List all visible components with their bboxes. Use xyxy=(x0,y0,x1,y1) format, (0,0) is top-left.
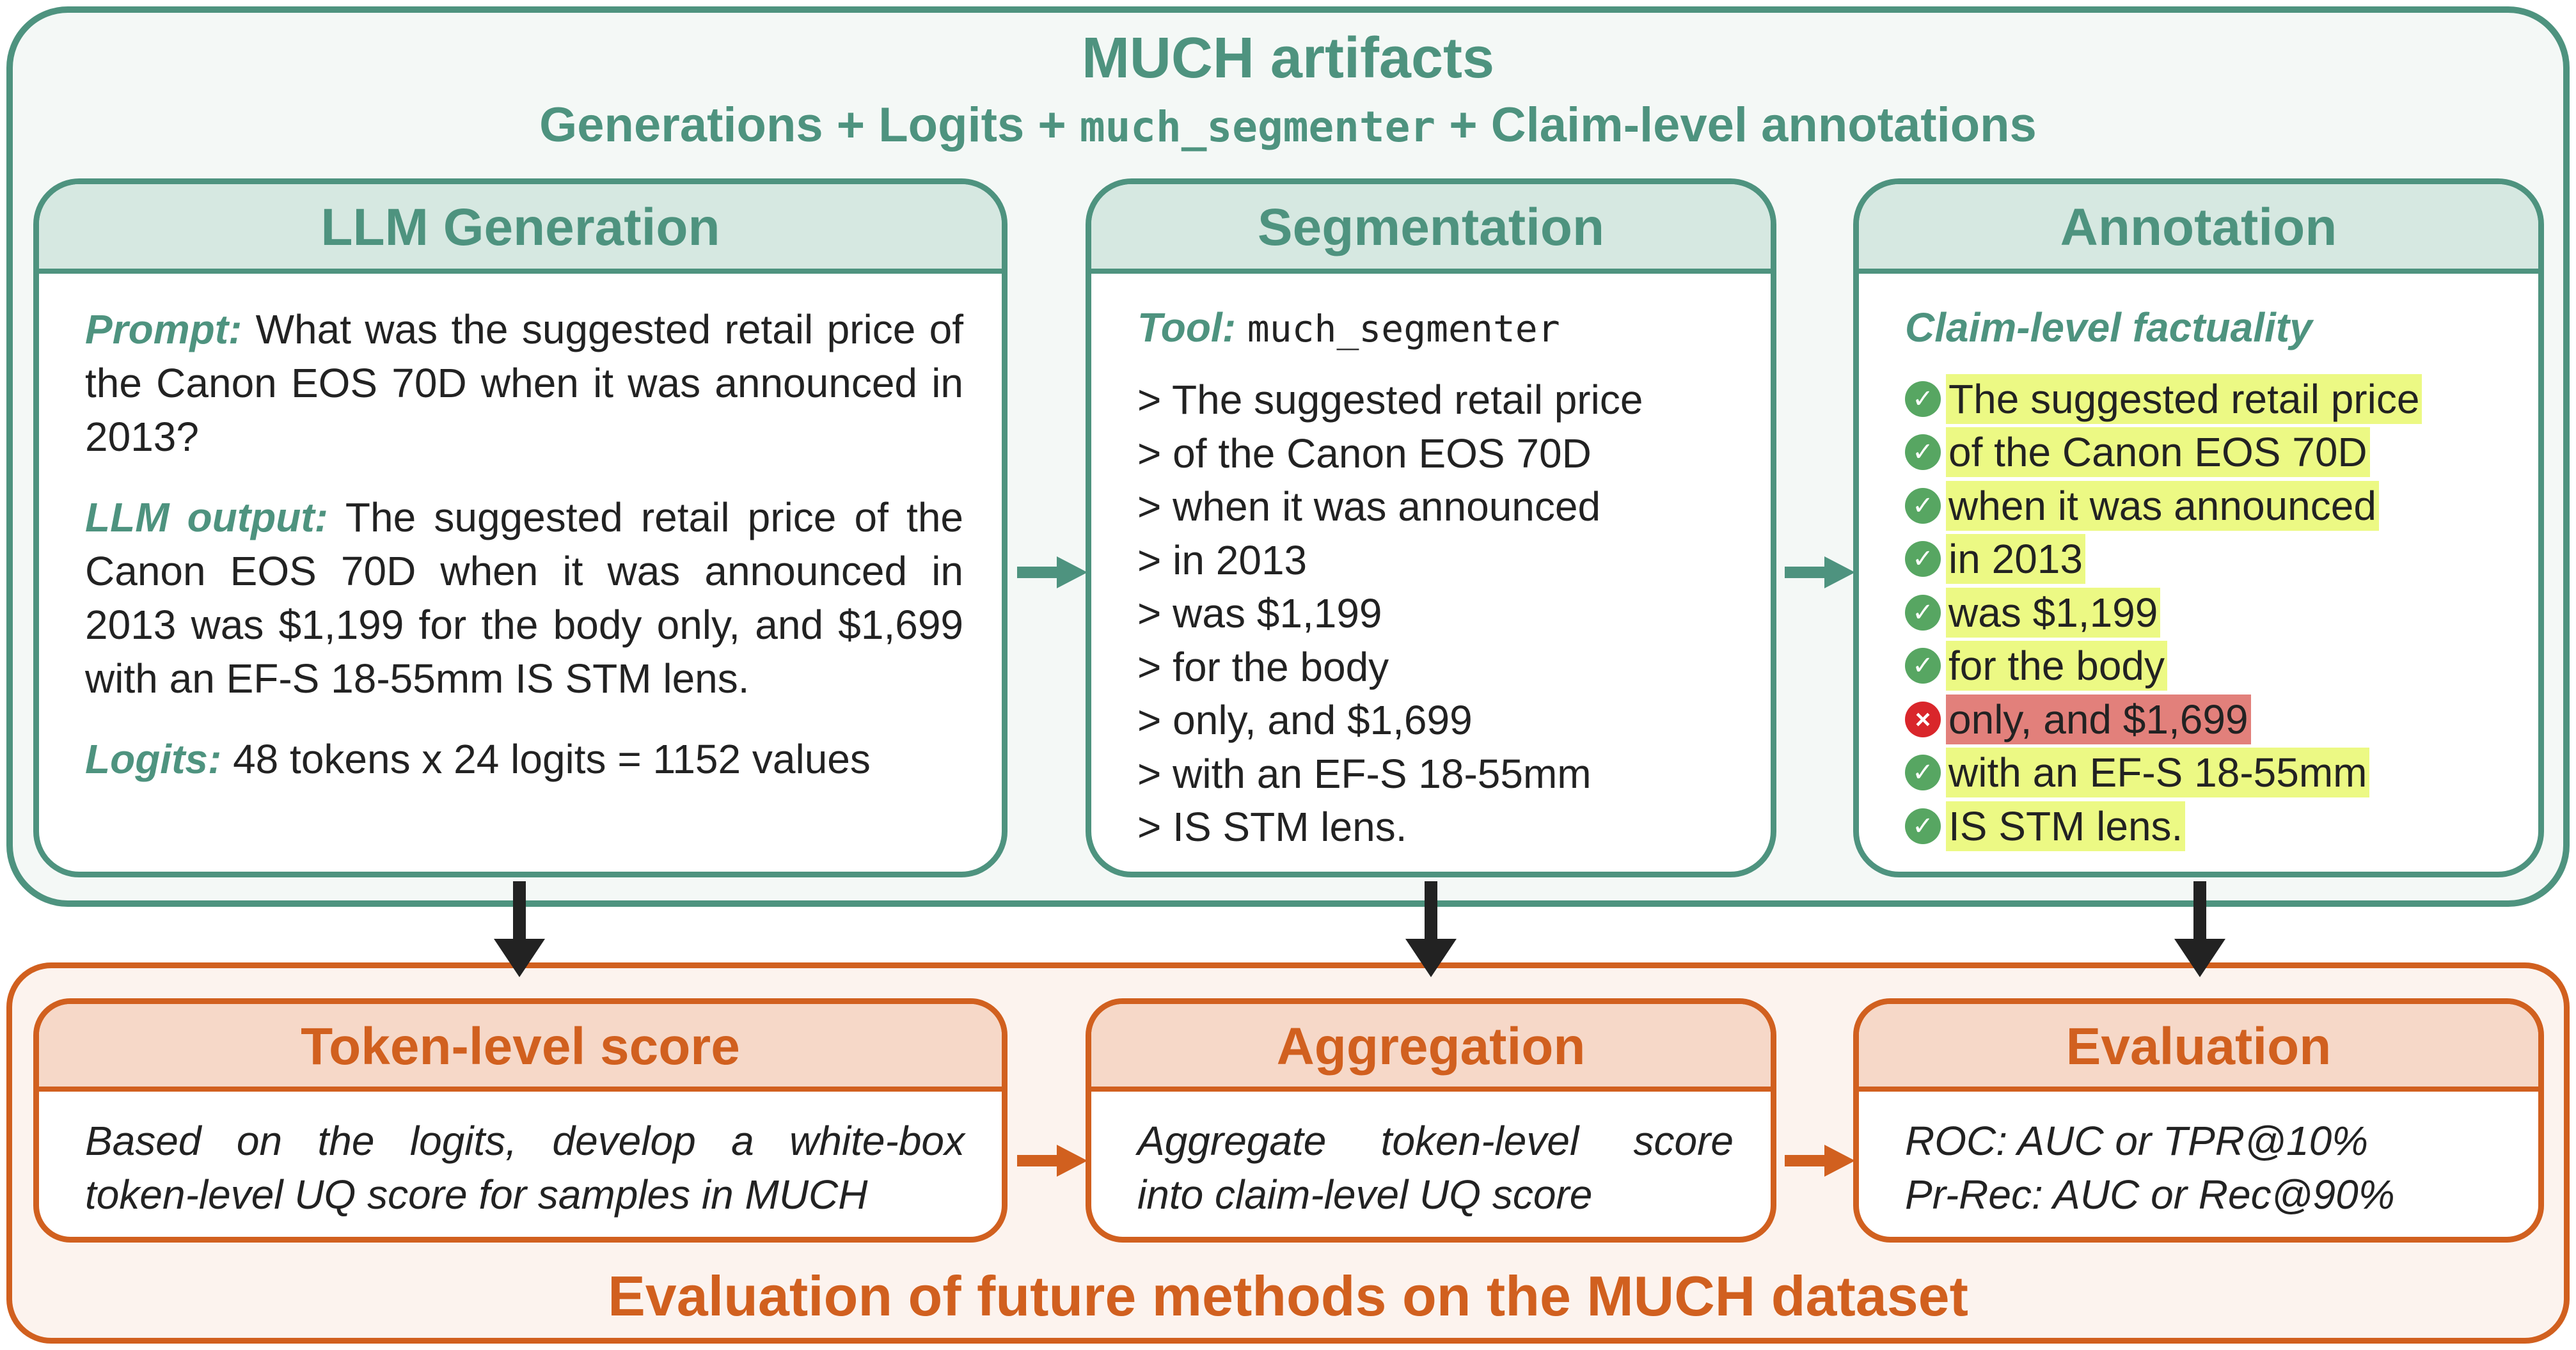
artifacts-title: MUCH artifacts xyxy=(1081,26,1495,90)
segmentation-header: Segmentation xyxy=(1091,184,1771,274)
segment-item: > only, and $1,699 xyxy=(1137,697,1473,743)
evaluation-metric-line: Pr-Rec: AUC or Rec@90% xyxy=(1905,1172,2395,1218)
claim-text: The suggested retail price xyxy=(1946,373,2422,424)
claim-text: IS STM lens. xyxy=(1946,801,2186,851)
segment-item: > in 2013 xyxy=(1137,537,1308,583)
arrow-down-icon xyxy=(1405,881,1457,977)
output-paragraph: LLM output: The suggested retail price o… xyxy=(85,491,963,705)
token-level-score-panel: Token-level score Based on the logits, d… xyxy=(33,998,1007,1243)
arrow-right-icon xyxy=(1017,556,1087,588)
claim-text: when it was announced xyxy=(1946,480,2379,531)
segmentation-body: Tool: much_segmenter > The suggested ret… xyxy=(1091,301,1771,854)
evaluation-metric-line: ROC: AUC or TPR@10% xyxy=(1905,1118,2369,1164)
segment-item: > with an EF-S 18-55mm xyxy=(1137,750,1592,797)
claim-text: for the body xyxy=(1946,641,2167,691)
token-level-score-body: Based on the logits, develop a white-box… xyxy=(39,1114,1002,1221)
annotation-header: Annotation xyxy=(1859,184,2538,274)
claim-item: ✓The suggested retail price xyxy=(1905,372,2513,426)
check-circle-icon: ✓ xyxy=(1905,755,1941,791)
segment-item: > was $1,199 xyxy=(1137,590,1382,636)
claim-factuality-heading: Claim-level factuality xyxy=(1905,304,2312,350)
subtitle-part-1: Generations + Logits + xyxy=(539,98,1080,152)
tool-label: Tool: xyxy=(1137,304,1236,350)
check-circle-icon: ✓ xyxy=(1905,541,1941,577)
annotation-panel: Annotation Claim-level factuality ✓The s… xyxy=(1853,178,2544,877)
claim-item: ×only, and $1,699 xyxy=(1905,693,2513,746)
subtitle-part-3: + Claim-level annotations xyxy=(1435,98,2037,152)
arrow-down-icon xyxy=(494,881,545,977)
aggregation-body: Aggregate token-level score into claim-l… xyxy=(1091,1114,1771,1221)
token-score-line: token-level UQ score for samples in MUCH xyxy=(85,1172,868,1218)
arrow-right-icon xyxy=(1785,1145,1855,1177)
aggregation-header: Aggregation xyxy=(1091,1004,1771,1092)
claim-text: was $1,199 xyxy=(1946,587,2161,638)
segment-item: > IS STM lens. xyxy=(1137,804,1407,850)
claim-text: of the Canon EOS 70D xyxy=(1946,427,2370,478)
evaluation-panel: Evaluation ROC: AUC or TPR@10% Pr-Rec: A… xyxy=(1853,998,2544,1243)
claim-text: only, and $1,699 xyxy=(1946,694,2251,744)
claim-text: with an EF-S 18-55mm xyxy=(1946,748,2370,798)
claim-item: ✓IS STM lens. xyxy=(1905,799,2513,853)
token-score-line: Based on the logits, develop a white-box xyxy=(85,1118,965,1164)
check-circle-icon: ✓ xyxy=(1905,808,1941,844)
segment-item: > for the body xyxy=(1137,643,1389,690)
x-circle-icon: × xyxy=(1905,701,1941,737)
claim-item: ✓when it was announced xyxy=(1905,479,2513,533)
annotation-body: Claim-level factuality ✓The suggested re… xyxy=(1859,301,2538,853)
tool-name: much_segmenter xyxy=(1247,307,1560,350)
check-circle-icon: ✓ xyxy=(1905,487,1941,524)
prompt-text: What was the suggested retail price of t… xyxy=(85,306,963,460)
segmentation-panel: Segmentation Tool: much_segmenter > The … xyxy=(1086,178,1776,877)
segment-item: > when it was announced xyxy=(1137,483,1601,530)
evaluation-panel-header: Evaluation xyxy=(1859,1004,2538,1092)
segment-item: > The suggested retail price xyxy=(1137,377,1643,423)
output-text: The suggested retail price of the Canon … xyxy=(85,494,964,702)
logits-text: 48 tokens x 24 logits = 1152 values xyxy=(221,736,871,782)
logits-paragraph: Logits: 48 tokens x 24 logits = 1152 val… xyxy=(85,732,963,786)
claim-item: ✓of the Canon EOS 70D xyxy=(1905,426,2513,480)
check-circle-icon: ✓ xyxy=(1905,648,1941,684)
artifacts-subtitle: Generations + Logits + much_segmenter + … xyxy=(0,96,2576,157)
claim-item: ✓for the body xyxy=(1905,640,2513,693)
check-circle-icon: ✓ xyxy=(1905,434,1941,471)
prompt-paragraph: Prompt: What was the suggested retail pr… xyxy=(85,302,963,464)
claim-item: ✓in 2013 xyxy=(1905,533,2513,586)
arrow-right-icon xyxy=(1785,556,1855,588)
prompt-label: Prompt: xyxy=(85,306,242,352)
aggregation-panel: Aggregation Aggregate token-level score … xyxy=(1086,998,1776,1243)
llm-generation-panel: LLM Generation Prompt: What was the sugg… xyxy=(33,178,1007,877)
arrow-right-icon xyxy=(1017,1145,1087,1177)
check-circle-icon: ✓ xyxy=(1905,594,1941,631)
check-circle-icon: ✓ xyxy=(1905,381,1941,417)
claim-item: ✓with an EF-S 18-55mm xyxy=(1905,746,2513,800)
segment-item: > of the Canon EOS 70D xyxy=(1137,430,1592,476)
claim-text: in 2013 xyxy=(1946,534,2085,585)
logits-label: Logits: xyxy=(85,736,222,782)
subtitle-segmenter: much_segmenter xyxy=(1079,102,1436,152)
claim-item: ✓was $1,199 xyxy=(1905,586,2513,640)
output-label: LLM output: xyxy=(85,494,328,540)
llm-generation-body: Prompt: What was the suggested retail pr… xyxy=(39,302,1002,813)
aggregation-line: into claim-level UQ score xyxy=(1137,1172,1593,1218)
arrow-down-icon xyxy=(2174,881,2225,977)
evaluation-title: Evaluation of future methods on the MUCH… xyxy=(608,1264,1968,1328)
evaluation-panel-body: ROC: AUC or TPR@10% Pr-Rec: AUC or Rec@9… xyxy=(1859,1114,2538,1221)
tool-line: Tool: much_segmenter xyxy=(1137,301,1732,356)
llm-generation-header: LLM Generation xyxy=(39,184,1002,274)
token-level-score-header: Token-level score xyxy=(39,1004,1002,1092)
aggregation-line: Aggregate token-level score xyxy=(1137,1118,1734,1164)
